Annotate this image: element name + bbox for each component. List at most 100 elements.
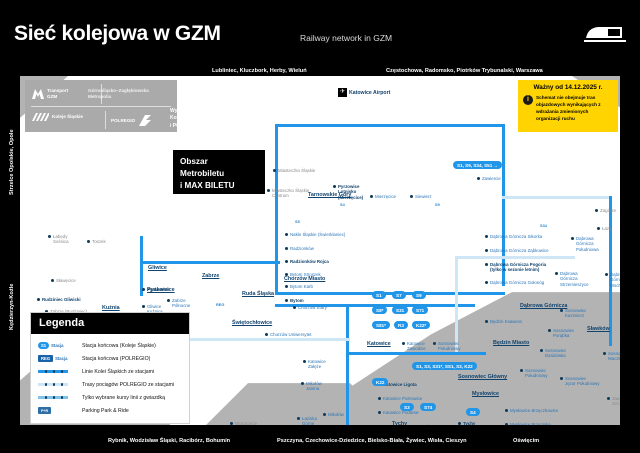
legend-item-1: REG Stacja Stacja końcowa (POLREGIO) (38, 352, 182, 365)
legend-item-0: S1 Stacja Stacja końcowa (Koleje Śląskie… (38, 339, 182, 352)
hub-station-label[interactable]: Tarnowskie Góry (308, 192, 352, 198)
brand-metropolia-line1: Górnośląsko–Zagłębiowska (88, 88, 149, 93)
line-badge[interactable]: S1, S9, S34, S51 → (453, 161, 503, 169)
airport-marker[interactable]: ✈ Katowice Airport (338, 88, 390, 97)
line-badge[interactable]: S1, S3, S31*, SS1, S3, K22 (412, 362, 477, 370)
track-katowice-tychy (346, 304, 349, 425)
hub-station-label[interactable]: Mysłowice (472, 391, 499, 397)
legend-item-3: Trasy pociągów POLREGIO ze stacjami (38, 378, 182, 391)
track-slawkow-east (455, 256, 575, 259)
station-dot (520, 369, 523, 372)
station-label: Chorzów Uniwersytet (270, 332, 312, 337)
station-dot (378, 397, 381, 400)
hub-station-label[interactable]: Kuźnia (102, 305, 120, 311)
line-badge[interactable]: S3 (400, 403, 414, 411)
track-tychy-east (346, 352, 486, 355)
operator-logos-panel: Transport GZM Górnośląsko–Zagłębiowska M… (25, 80, 177, 132)
station-label: Dąbrowa Górnicza Gołonóg (490, 280, 545, 285)
line-badge[interactable]: S74 (420, 403, 437, 411)
legend-text-0: Stacja końcowa (Koleje Śląskie) (82, 342, 156, 349)
line-badge[interactable]: S1 (372, 291, 386, 299)
hub-station-label[interactable]: Zabrze (202, 273, 220, 279)
brand-transport-gzm-line1: Transport (47, 88, 69, 93)
line-badge[interactable]: S8* (372, 306, 388, 314)
hub-station-label[interactable]: Sosnowiec Główny (458, 374, 508, 380)
line-badge[interactable]: K22 (372, 378, 389, 386)
track-vertical-dabrowa (502, 124, 505, 286)
line-badge[interactable]: S4 (466, 408, 480, 416)
station-label: Tychy Lodowisko (463, 421, 476, 425)
track-southwest-regional (160, 338, 350, 341)
station-dot (142, 288, 145, 291)
hub-station-label[interactable]: Będzin Miasto (493, 340, 530, 346)
route-number-label: S5 (295, 219, 300, 224)
station-label: Woszczyce (235, 421, 258, 425)
station-dot (297, 417, 300, 420)
koleje-slaskie-logo-icon (32, 113, 49, 121)
edge-label-top-2: Częstochowa, Radomsko, Piotrków Trybunal… (386, 68, 543, 74)
station-label: Łaziska Górne (302, 416, 317, 425)
legend-symbol-terminus-ks: S1 Stacja (38, 342, 82, 349)
station-label: Mysłowice Brzezinka (510, 422, 551, 425)
station-dot (458, 422, 461, 425)
validity-notice: Ważny od 14.12.2025 r. i Schemat nie obe… (518, 80, 618, 132)
legend-text-5: Parking Park & Ride (82, 407, 129, 414)
hub-station-label[interactable]: Pyskowice (147, 287, 175, 293)
line-badge[interactable]: S81* (372, 321, 390, 329)
station-dot (595, 209, 598, 212)
station-dot (505, 423, 508, 425)
station-label: Sosnowiec Porąbka (553, 328, 575, 339)
legend-station-pr: Stacja (55, 356, 68, 361)
station-label: Rudziniec Gliwicki (42, 297, 81, 302)
station-label: Bytom (290, 298, 304, 303)
track-slawkow (455, 256, 458, 352)
track-s34-east (502, 196, 612, 199)
legend-line-star (38, 394, 68, 401)
edge-label-bottom-1: Rybnik, Wodzisław Śląski, Racibórz, Bohu… (108, 438, 231, 444)
station-dot (378, 411, 381, 414)
station-dot (485, 249, 488, 252)
excluded-tickets-note: Wyłączone bilety Kolei Śląskich i POLREG… (170, 108, 211, 129)
brand-transport-gzm-line2: GZM (47, 93, 58, 99)
station-dot (267, 189, 270, 192)
station-label: Sosnowiec Jęzor Południowy (565, 376, 600, 387)
hub-station-label[interactable]: Katowice (367, 341, 391, 347)
legend-text-4: Tylko wybrane kursy linii z gwiazdką (82, 394, 166, 401)
station-label: Miasteczko Śląskie Centrum (272, 188, 310, 199)
station-label: Dąbrowa Górnicza Ząbkowice (490, 248, 549, 253)
hub-station-label[interactable]: Świętochłowice (232, 320, 273, 326)
polregio-logo-icon (139, 115, 152, 126)
legend-symbol-pr-line (38, 381, 82, 388)
station-label: Dąbrowa Górnicza Pogoria (tylko w sezoni… (490, 262, 547, 273)
edge-label-left-1: Strzelce Opolskie, Opole (9, 129, 15, 195)
station-label: Dąbrowa Górnicza Sikorka (490, 234, 543, 239)
station-dot (285, 247, 288, 250)
legend-symbol-park-ride: P+R (38, 407, 82, 414)
line-badge[interactable]: R3 (394, 321, 408, 329)
station-dot (477, 177, 480, 180)
line-badge[interactable]: S7 (392, 291, 406, 299)
railway-network-map[interactable]: Transport GZM Górnośląsko–Zagłębiowska M… (20, 76, 620, 425)
hub-station-label[interactable]: Dąbrowa Górnicza (520, 303, 568, 309)
line-badge[interactable]: S31 (392, 306, 409, 314)
page-subtitle: Railway network in GZM (300, 33, 393, 43)
station-dot (402, 342, 405, 345)
hub-station-label[interactable]: Gliwice (148, 265, 167, 271)
legend-title: Legenda (31, 313, 189, 334)
station-label: Bytom Stroszek (290, 272, 321, 277)
legend-text-3: Trasy pociągów POLREGIO ze stacjami (82, 381, 175, 388)
station-dot (605, 273, 608, 276)
station-dot (571, 237, 574, 240)
station-dot (333, 185, 336, 188)
station-dot (167, 299, 170, 302)
hub-station-label[interactable]: Tychy (392, 421, 408, 425)
hub-station-label[interactable]: Ruda Śląska (242, 291, 275, 297)
line-badge[interactable]: K22* (412, 321, 431, 329)
hub-station-label[interactable]: Chorzów Miasto (284, 276, 326, 282)
hub-station-label[interactable]: Sławków (587, 326, 610, 332)
line-badge[interactable]: S9 (412, 291, 426, 299)
station-label: Dąbrowa Górnicza Wschodnia (610, 272, 620, 288)
line-badge[interactable]: S71 (412, 306, 429, 314)
station-dot (285, 299, 288, 302)
station-dot (285, 233, 288, 236)
